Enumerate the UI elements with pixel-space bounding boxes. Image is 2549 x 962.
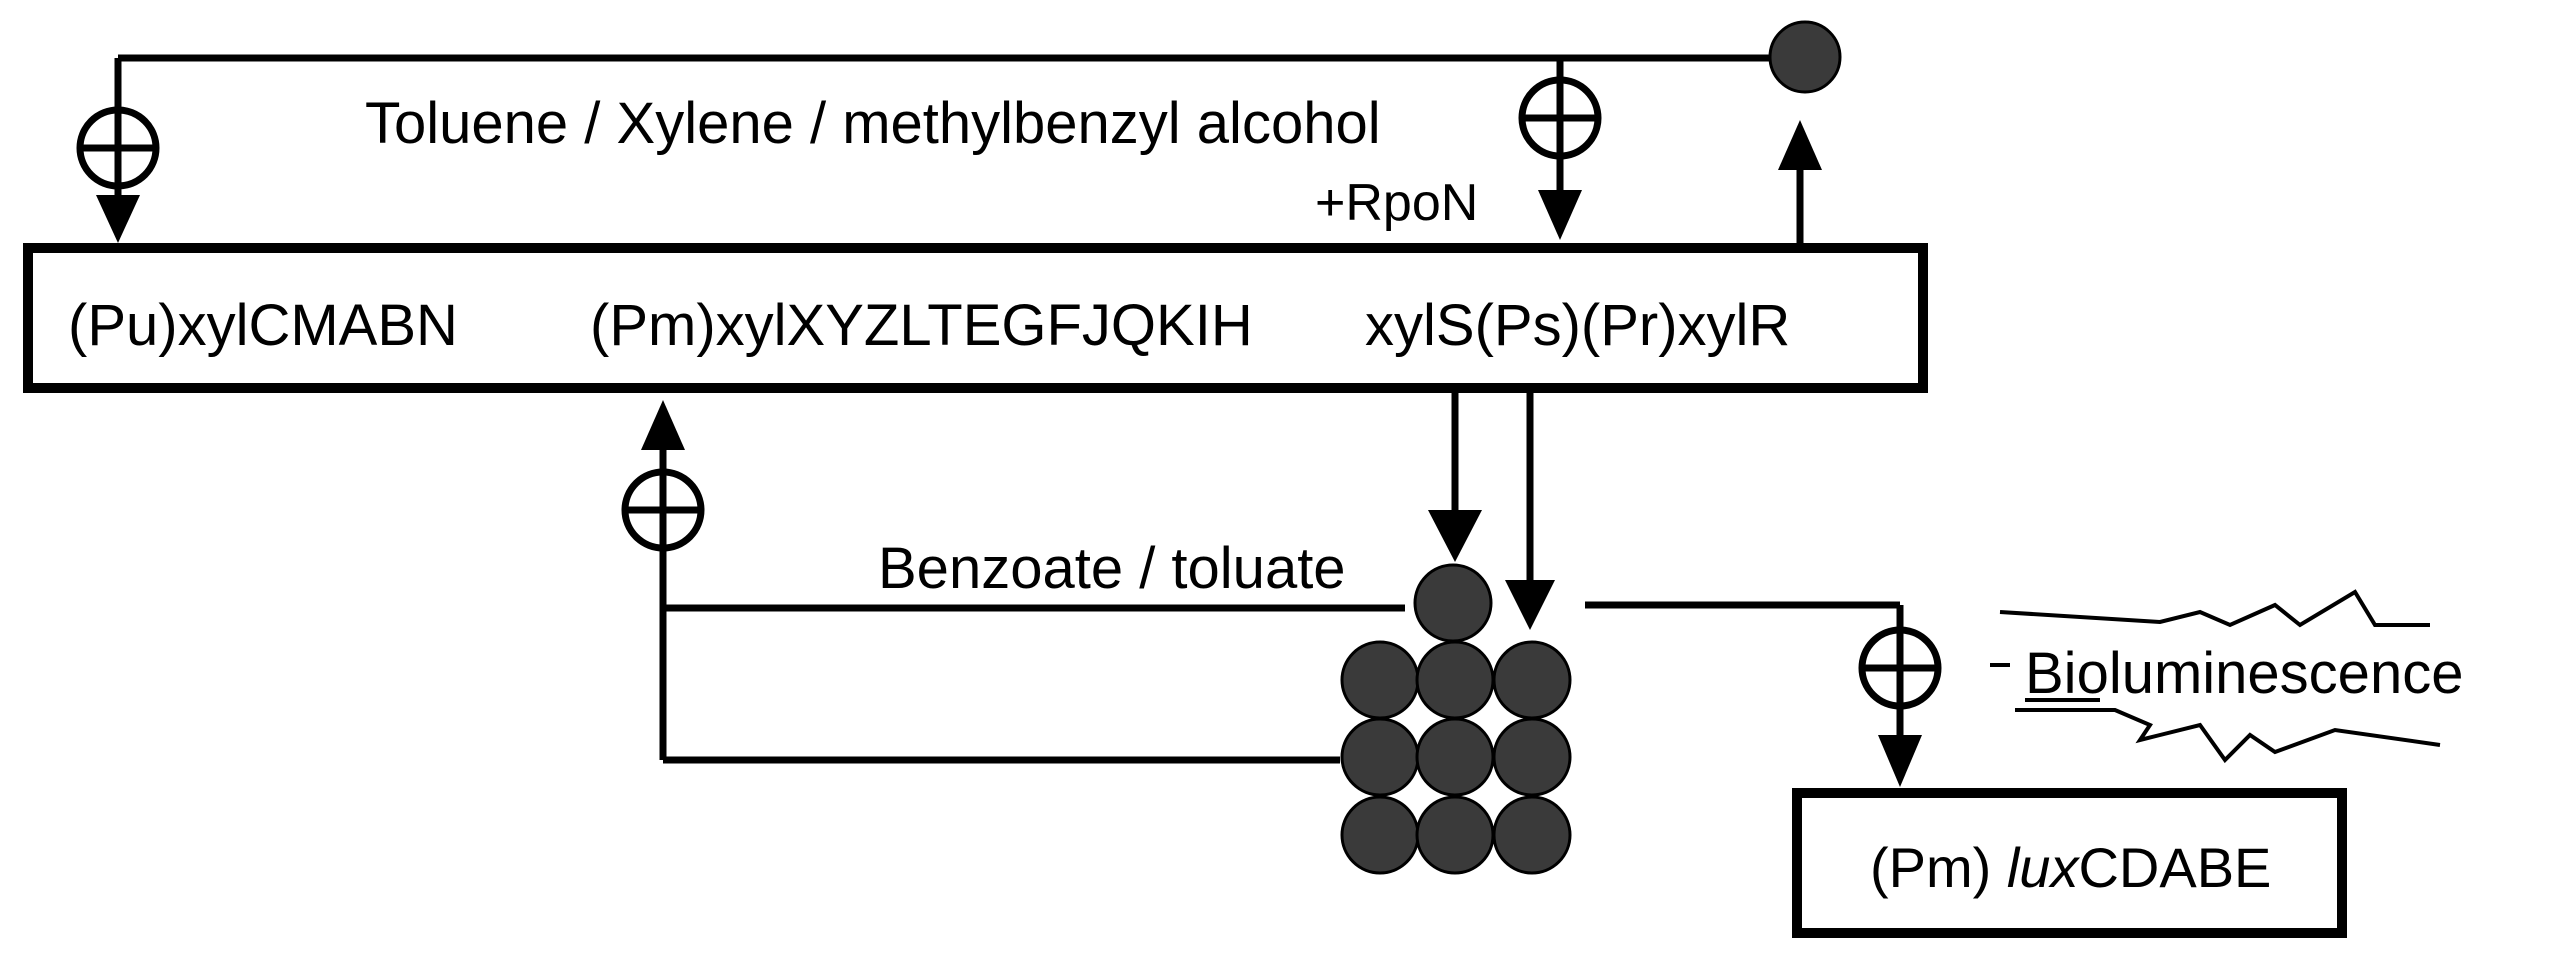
reporter-gene-rest: CDABE xyxy=(2078,836,2271,899)
xyls-protein-icon xyxy=(1415,640,1495,720)
lux-reporter-box xyxy=(1792,788,2347,938)
xyls-protein-icon xyxy=(1415,795,1495,875)
plus-circle-icon xyxy=(1858,626,1942,710)
xylr-protein-icon xyxy=(1768,20,1842,94)
xyls-protein-icon xyxy=(1415,717,1495,797)
lux-reporter-label: (Pm) luxCDABE xyxy=(1870,836,2271,899)
reporter-promoter: (Pm) xyxy=(1870,836,2007,899)
xyls-protein-icon xyxy=(1413,563,1493,643)
xyls-protein-cluster xyxy=(1340,563,1572,875)
plus-circle-icon xyxy=(1518,76,1602,160)
rpon-label: +RpoN xyxy=(1315,174,1478,232)
plus-circle-icon xyxy=(621,468,705,552)
bioluminescence-label: Bioluminescence xyxy=(2025,641,2463,706)
tol-plasmid-operon-box xyxy=(23,243,1928,393)
xyls-protein-icon xyxy=(1340,717,1420,797)
bioluminescence-burst-icon xyxy=(1990,589,2441,764)
xyls-protein-icon xyxy=(1492,640,1572,720)
xyls-protein-icon xyxy=(1340,640,1420,720)
regulator-genes-label: xylS(Ps)(Pr)xylR xyxy=(1365,293,1790,358)
meta-operon-label: (Pm)xylXYZLTEGFJQKIH xyxy=(590,293,1253,358)
plus-circle-icon xyxy=(76,106,160,190)
upper-inducers-label: Toluene / Xylene / methylbenzyl alcohol xyxy=(365,91,1381,156)
xyls-expression-arrows xyxy=(1428,393,1555,630)
upper-operon-label: (Pu)xylCMABN xyxy=(68,293,458,358)
reporter-gene-italic: lux xyxy=(2007,836,2081,899)
xyls-protein-icon xyxy=(1340,795,1420,875)
meta-inducers-label: Benzoate / toluate xyxy=(878,536,1346,601)
xyls-protein-icon xyxy=(1492,795,1572,875)
xyls-protein-icon xyxy=(1492,717,1572,797)
xylr-activation-loop xyxy=(96,54,1822,243)
